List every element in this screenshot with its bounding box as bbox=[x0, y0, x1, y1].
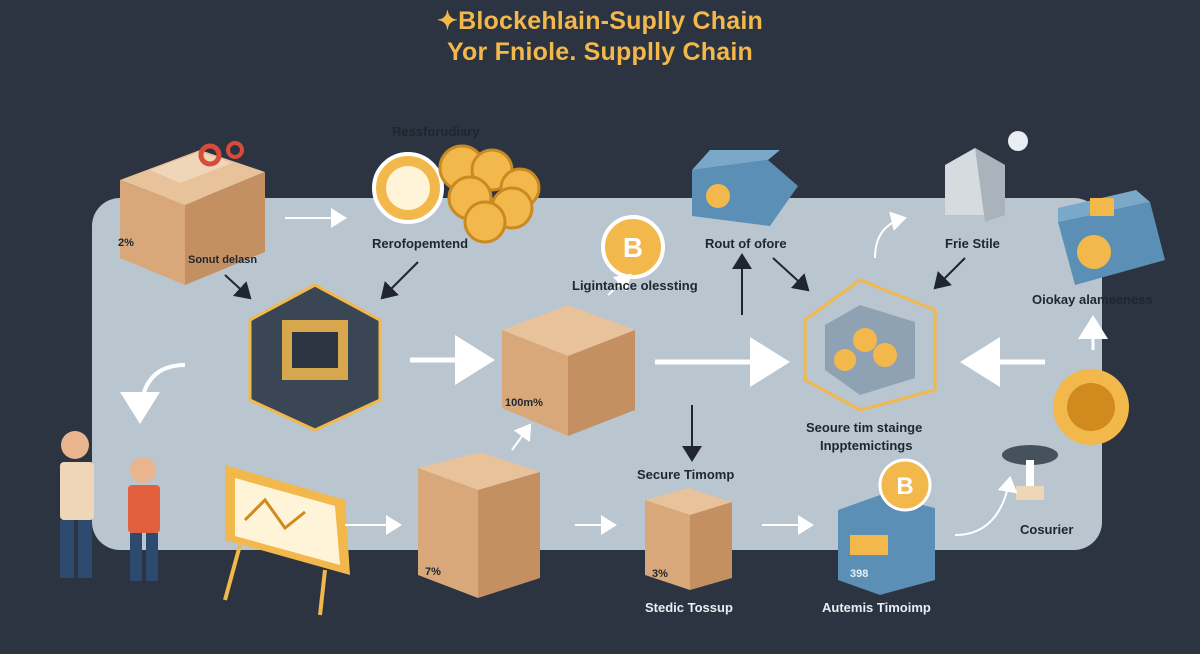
lightning-label: Ligintance olessting bbox=[572, 278, 698, 293]
title-line-1: ✦Blockehlain-Suplly Chain bbox=[437, 7, 763, 35]
chart-board-icon bbox=[223, 465, 350, 616]
person-left-icon bbox=[60, 431, 94, 578]
svg-text:B: B bbox=[896, 473, 913, 500]
building-icon bbox=[945, 131, 1028, 222]
person-right-icon bbox=[128, 457, 160, 581]
secure-storage-line-2: Inpptemictings bbox=[820, 438, 913, 453]
small-box-icon bbox=[645, 488, 732, 590]
center-box-icon bbox=[502, 305, 635, 436]
bottom-box-tag: 7% bbox=[425, 566, 441, 578]
coins-header: Ressforudiary bbox=[392, 124, 480, 139]
title-line-2: Yor Fniole. Supplly Chain bbox=[447, 38, 753, 66]
bottom-box-icon bbox=[418, 452, 540, 598]
center-box-tag: 100m% bbox=[505, 397, 543, 409]
blockchain-cube-left-icon bbox=[248, 283, 382, 432]
box-top-left-caption: Sonut delasn bbox=[188, 254, 258, 266]
secure-timestamp-label: Secure Timomp bbox=[637, 467, 735, 482]
secure-storage-line-1: Seoure tim stainge bbox=[806, 420, 923, 435]
file-site-label: Frie Stile bbox=[945, 236, 1000, 251]
box-top-left-tag: 2% bbox=[118, 237, 134, 249]
coins-caption: Rerofopemtend bbox=[372, 236, 469, 251]
blockchain-cube-right-icon bbox=[803, 278, 937, 412]
bottom-blue-box-icon: B bbox=[838, 458, 935, 595]
static-toss-label: Stedic Tossup bbox=[645, 600, 733, 615]
right-box-caption: Oiokay alameeness bbox=[1032, 292, 1153, 307]
blue-box-tag: 398 bbox=[850, 568, 869, 580]
right-blue-box-icon bbox=[1058, 190, 1165, 285]
gear-icon bbox=[1053, 369, 1129, 445]
consumer-label: Cosurier bbox=[1020, 522, 1074, 537]
blue-package-icon bbox=[692, 150, 798, 226]
flow-arrows bbox=[120, 208, 1108, 536]
box-top-left-icon bbox=[120, 141, 265, 285]
bitcoin-coin-icon: B bbox=[601, 215, 665, 279]
authentic-label: Autemis Timoimp bbox=[822, 600, 931, 615]
svg-text:B: B bbox=[623, 232, 643, 263]
route-label: Rout of ofore bbox=[705, 236, 787, 251]
small-box-tag: 3% bbox=[652, 568, 668, 580]
consumer-device-icon bbox=[1002, 445, 1058, 500]
coins-cluster-icon bbox=[372, 144, 541, 244]
